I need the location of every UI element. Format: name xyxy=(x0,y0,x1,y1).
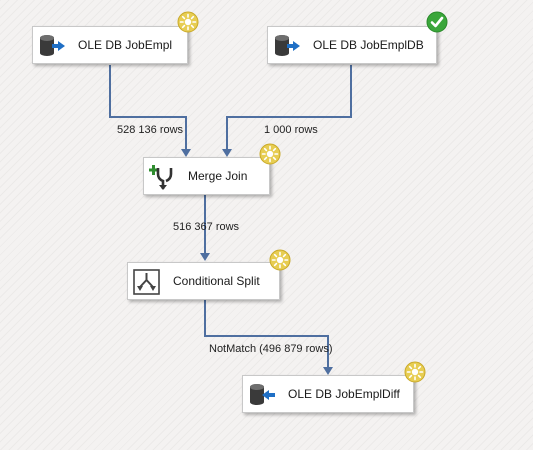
status-pending-icon xyxy=(404,361,426,383)
status-pending-icon xyxy=(177,11,199,33)
path-src2-merge[interactable] xyxy=(222,65,352,157)
component-ole-db-jobempldb[interactable]: OLE DB JobEmplDB xyxy=(267,26,437,64)
ole-db-source-icon xyxy=(275,35,300,56)
ole-db-source-icon xyxy=(40,35,65,56)
path-split-dest[interactable] xyxy=(204,300,333,375)
component-label: OLE DB JobEmpl xyxy=(78,38,173,52)
component-label: Merge Join xyxy=(188,169,248,183)
status-pending-icon xyxy=(269,249,291,271)
merge-join-icon xyxy=(149,165,173,190)
status-pending-icon xyxy=(259,143,281,165)
path-label-merge-split: 516 367 rows xyxy=(173,221,240,233)
component-ole-db-jobempl[interactable]: OLE DB JobEmpl xyxy=(32,26,188,64)
ole-db-destination-icon xyxy=(250,384,275,405)
path-label-src2-merge: 1 000 rows xyxy=(264,124,318,136)
component-label: Conditional Split xyxy=(173,274,260,288)
component-label: OLE DB JobEmplDB xyxy=(313,38,424,52)
status-success-icon xyxy=(426,11,448,33)
conditional-split-icon xyxy=(133,269,160,295)
path-label-split-dest: NotMatch (496 879 rows) xyxy=(209,343,333,355)
path-merge-split[interactable] xyxy=(200,195,210,261)
path-label-src1-merge: 528 136 rows xyxy=(117,124,184,136)
component-conditional-split[interactable]: Conditional Split xyxy=(127,262,280,300)
component-label: OLE DB JobEmplDiff xyxy=(288,387,400,401)
component-merge-join[interactable]: Merge Join xyxy=(143,157,270,195)
path-src1-merge[interactable] xyxy=(109,65,191,157)
component-ole-db-jobempldiff[interactable]: OLE DB JobEmplDiff xyxy=(242,375,414,413)
